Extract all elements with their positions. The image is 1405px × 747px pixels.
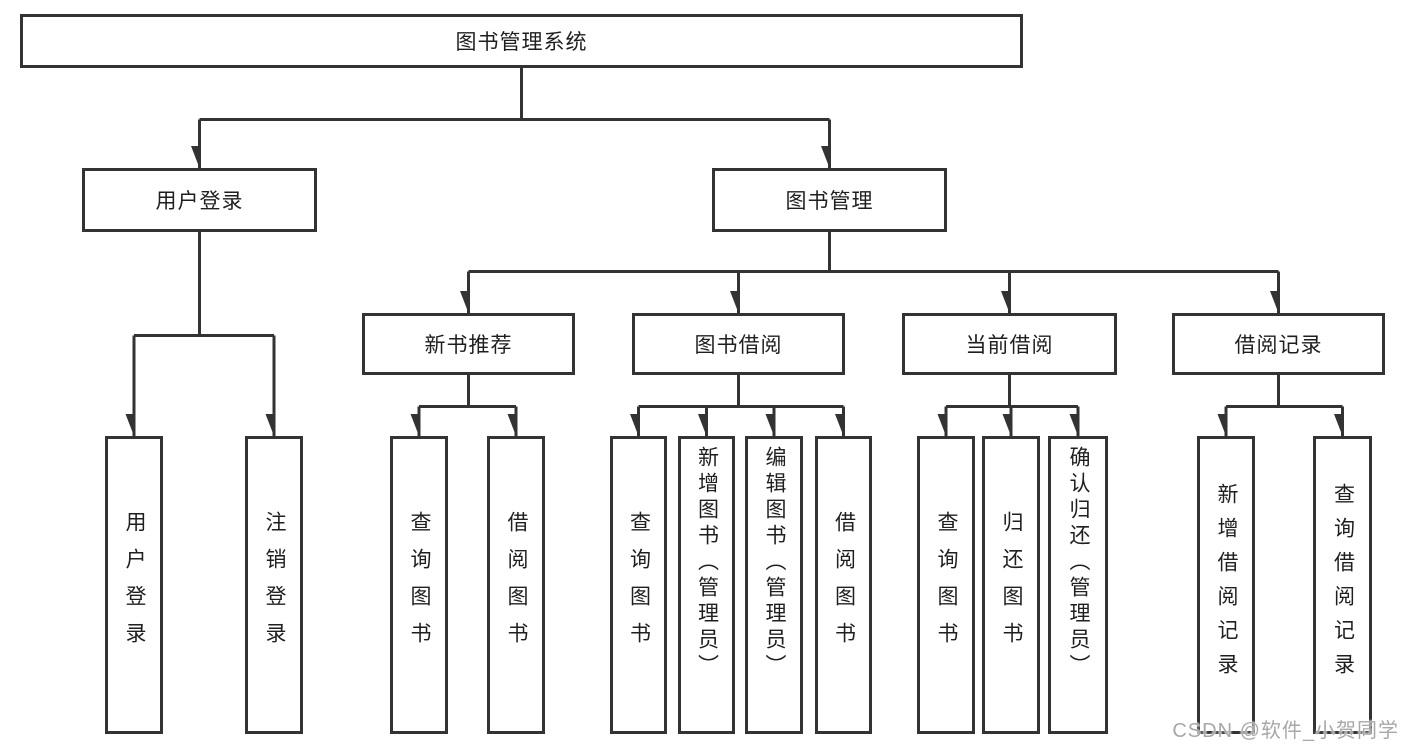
node-leaf-cb-confirm-return-admin: 确认归还（管理员） — [1048, 436, 1108, 734]
node-current-borrow: 当前借阅 — [902, 313, 1117, 375]
node-leaf-cb-return-books: 归还图书 — [982, 436, 1040, 734]
node-new-book-rec: 新书推荐 — [362, 313, 575, 375]
node-book-borrow: 图书借阅 — [632, 313, 845, 375]
node-leaf-rec-query-books: 查询图书 — [390, 436, 448, 734]
watermark: CSDN @软件_小贺同学 — [1172, 720, 1399, 742]
node-leaf-bb-borrow-books: 借阅图书 — [815, 436, 872, 734]
node-leaf-br-add-record: 新增借阅记录 — [1197, 436, 1255, 734]
node-leaf-rec-borrow-books: 借阅图书 — [487, 436, 545, 734]
node-root: 图书管理系统 — [20, 14, 1023, 68]
node-leaf-br-query-record: 查询借阅记录 — [1313, 436, 1372, 734]
node-leaf-user-login: 用户登录 — [105, 436, 163, 734]
node-borrow-record: 借阅记录 — [1172, 313, 1385, 375]
node-leaf-bb-edit-books-admin: 编辑图书（管理员） — [745, 436, 803, 734]
node-leaf-logout: 注销登录 — [245, 436, 303, 734]
node-book-mgmt: 图书管理 — [712, 168, 947, 232]
node-leaf-cb-query-books: 查询图书 — [917, 436, 975, 734]
node-user-login: 用户登录 — [82, 168, 317, 232]
node-leaf-bb-add-books-admin: 新增图书（管理员） — [678, 436, 735, 734]
node-leaf-bb-query-books: 查询图书 — [610, 436, 667, 734]
